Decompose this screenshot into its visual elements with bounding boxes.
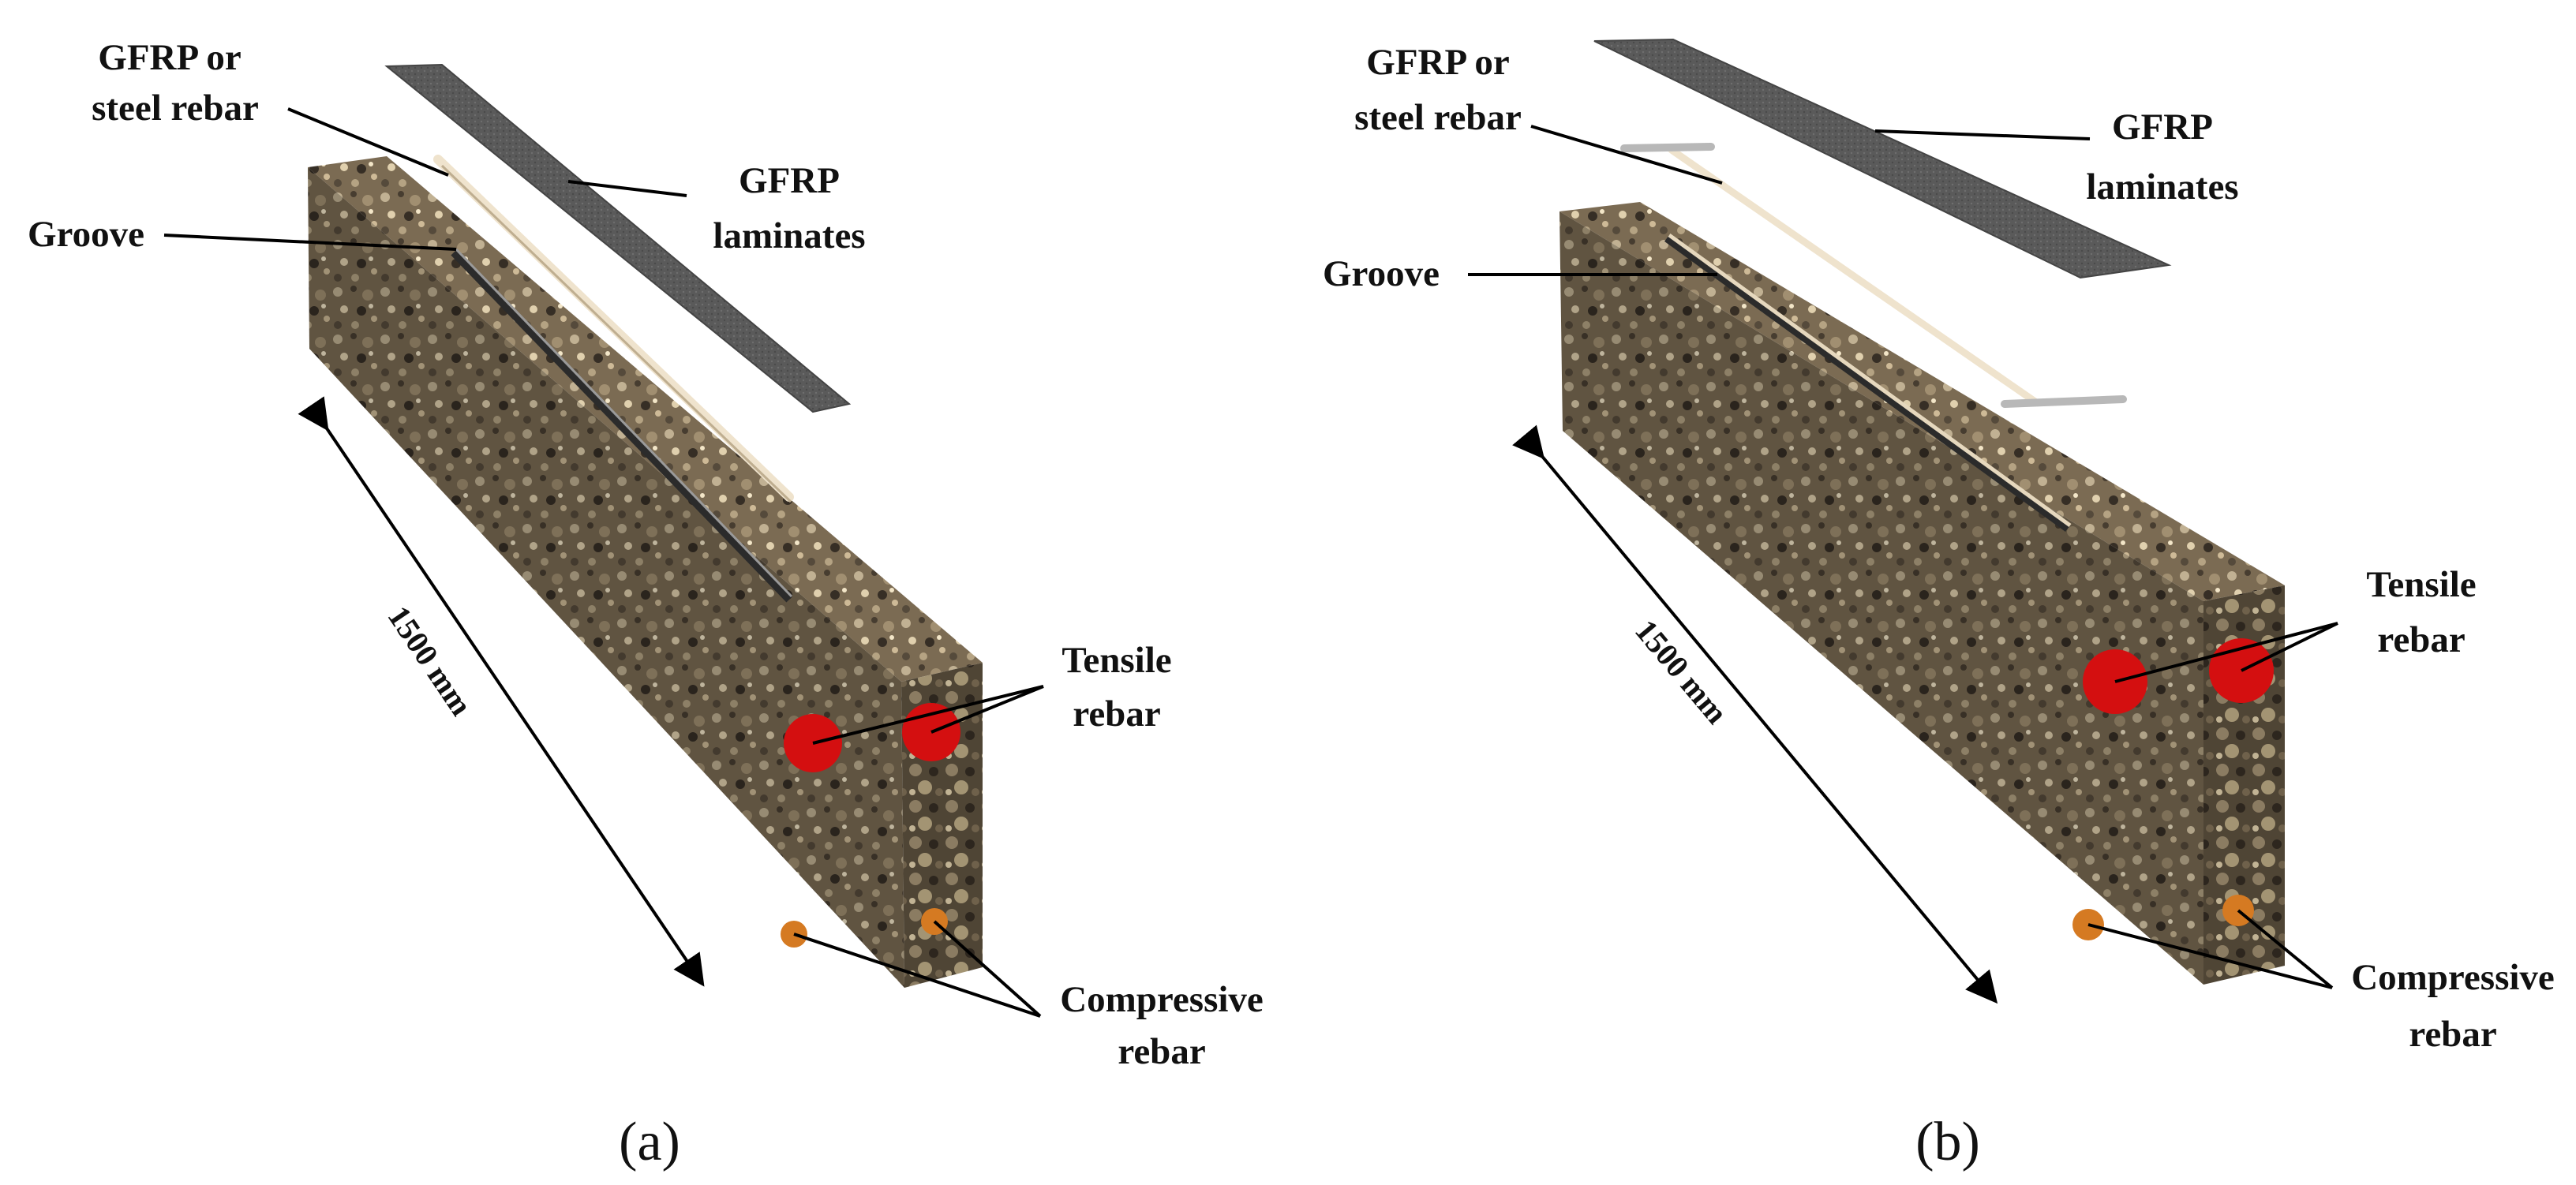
rebar-label-line1: GFRP or bbox=[98, 37, 241, 78]
rebar-label-line2: steel rebar bbox=[92, 88, 259, 129]
beam-side-face bbox=[1559, 211, 2203, 985]
leader-compressive-1 bbox=[793, 933, 1041, 1018]
panel-caption-a: (a) bbox=[619, 1112, 680, 1172]
groove-label: Groove bbox=[28, 214, 144, 255]
leader-rebar bbox=[1530, 125, 1723, 185]
gfrp-laminate-strip bbox=[1593, 38, 2172, 279]
panel-caption-b: (b) bbox=[1915, 1112, 1980, 1172]
rebar-label-line2: steel rebar bbox=[1354, 97, 1522, 138]
leader-tensile-1 bbox=[812, 685, 1044, 745]
length-dimension-arrow bbox=[1512, 424, 1998, 1004]
leader-compressive-1 bbox=[2087, 923, 2333, 989]
leader-tensile-1 bbox=[2114, 622, 2338, 683]
leader-compressive-2 bbox=[2237, 909, 2334, 989]
compressive-label-line2: rebar bbox=[2409, 1014, 2496, 1055]
leader-tensile-2 bbox=[2241, 622, 2338, 672]
leader-laminates bbox=[1874, 129, 2091, 140]
rebar-end-cap-1 bbox=[1620, 143, 1715, 152]
laminates-label-line2: laminates bbox=[2086, 166, 2238, 207]
groove-rebar-inside bbox=[1668, 233, 2072, 528]
gfrp-or-steel-rebar bbox=[1668, 146, 2040, 406]
leader-rebar bbox=[287, 107, 449, 177]
panel-a: 1500 mm GFRP or steel rebar GFRP laminat… bbox=[28, 37, 1264, 1172]
leader-groove bbox=[163, 234, 457, 251]
tensile-label-line1: Tensile bbox=[2366, 564, 2476, 605]
beam-top-face bbox=[1559, 202, 2285, 601]
groove-label: Groove bbox=[1323, 253, 1440, 294]
rebar-shadow bbox=[440, 164, 792, 503]
leader-laminates bbox=[567, 180, 687, 197]
length-label: 1500 mm bbox=[1628, 613, 1735, 731]
gfrp-or-steel-rebar bbox=[433, 155, 794, 502]
tensile-label-line2: rebar bbox=[1073, 693, 1160, 735]
compressive-label-line1: Compressive bbox=[1060, 979, 1264, 1020]
laminates-label-line1: GFRP bbox=[739, 160, 840, 201]
laminates-label-line2: laminates bbox=[713, 215, 865, 256]
length-label: 1500 mm bbox=[381, 600, 480, 722]
length-dimension-arrow bbox=[298, 396, 705, 987]
rebar-label-line1: GFRP or bbox=[1366, 42, 1509, 83]
laminates-label-line1: GFRP bbox=[2112, 107, 2213, 148]
tensile-label-line2: rebar bbox=[2377, 619, 2465, 660]
compressive-label-line1: Compressive bbox=[2351, 957, 2555, 998]
leader-tensile-2 bbox=[930, 685, 1044, 734]
leader-compressive-2 bbox=[933, 920, 1042, 1018]
rebar-end-cap-2 bbox=[2001, 395, 2127, 408]
groove bbox=[1664, 234, 2070, 533]
tensile-label-line1: Tensile bbox=[1061, 640, 1171, 681]
compressive-label-line2: rebar bbox=[1118, 1031, 1205, 1072]
panel-b: 1500 mm GFRP or steel rebar GFRP laminat… bbox=[1323, 38, 2555, 1172]
gfrp-laminate-strip bbox=[384, 63, 852, 413]
